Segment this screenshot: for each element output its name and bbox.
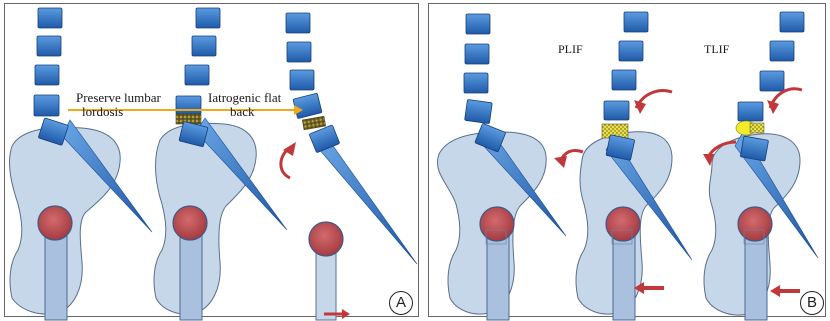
- femur-shaft: [487, 236, 509, 320]
- interbody-graft: [750, 123, 764, 133]
- vertebra: [760, 71, 784, 91]
- vertebra: [287, 42, 311, 62]
- label-iatrogenic-line1: Iatrogenic flat: [208, 90, 281, 105]
- vertebra: [465, 99, 493, 123]
- vertebra: [38, 8, 62, 28]
- vertebra: [619, 41, 643, 61]
- label-preserve-line2: lordosis: [82, 104, 123, 119]
- vertebra: [624, 12, 648, 32]
- spine-flat-back: [281, 13, 417, 320]
- vertebra: [465, 44, 489, 64]
- vertebra: [176, 96, 201, 114]
- femoral-head: [38, 206, 72, 240]
- label-preserve-line1: Preserve lumbar: [76, 90, 161, 105]
- vertebra: [780, 12, 804, 32]
- spine-normal-b: [437, 14, 583, 320]
- vertebra: [192, 36, 216, 56]
- femoral-head: [480, 207, 514, 241]
- femur-shaft: [613, 236, 635, 320]
- spine-plif: [576, 12, 692, 320]
- vertebra: [466, 14, 490, 34]
- panel-letter-a: A: [389, 291, 413, 315]
- vertebra: [290, 70, 314, 90]
- femoral-head: [606, 207, 640, 241]
- femoral-head: [738, 207, 772, 241]
- label-iatrogenic-line2: back: [230, 104, 255, 119]
- femoral-head: [173, 206, 207, 240]
- vertebra: [185, 65, 209, 85]
- panel-letter-b: B: [800, 291, 824, 315]
- rotation-arrow-head: [554, 156, 567, 168]
- spine-tlif: [703, 12, 818, 320]
- vertebra: [612, 70, 636, 90]
- femur-shaft: [745, 236, 767, 320]
- spine-preserve-lordosis: [154, 8, 287, 320]
- femur-shaft: [180, 236, 202, 320]
- translation-arrow-head: [342, 309, 350, 319]
- vertebra: [770, 41, 794, 61]
- vertebra: [35, 65, 59, 85]
- vertebra: [286, 13, 310, 33]
- interbody-graft: [302, 116, 325, 130]
- translation-arrow-head: [770, 285, 780, 297]
- spine-normal-a: [10, 8, 152, 320]
- vertebra: [37, 36, 61, 56]
- femur-shaft: [45, 236, 67, 320]
- vertebra: [738, 102, 763, 121]
- femur-shaft: [316, 252, 336, 320]
- vertebra: [196, 8, 220, 28]
- vertebra: [34, 95, 59, 116]
- label-tlif: TLIF: [704, 42, 729, 57]
- vertebra: [604, 101, 629, 120]
- vertebra: [740, 136, 768, 161]
- vertebra: [293, 93, 322, 118]
- femoral-head: [309, 222, 343, 256]
- label-plif: PLIF: [558, 42, 583, 57]
- vertebra: [464, 73, 488, 93]
